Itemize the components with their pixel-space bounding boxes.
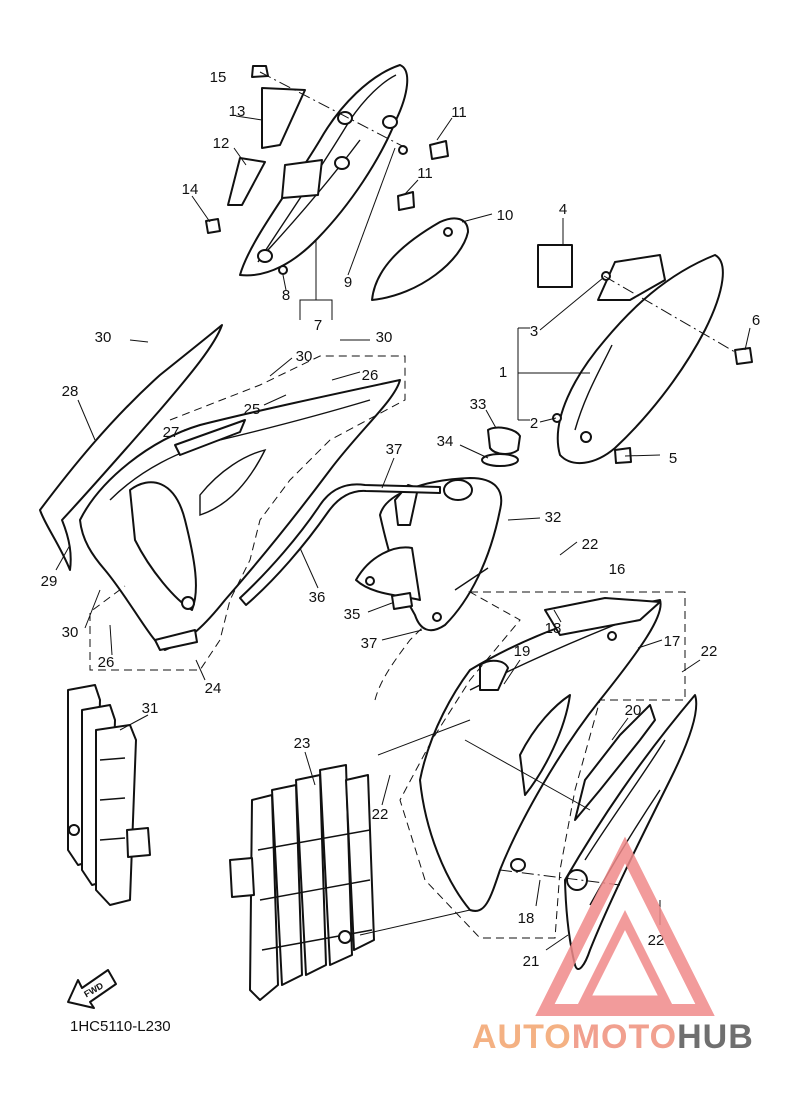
callout-c5: 5 — [669, 450, 677, 467]
callout-c36: 36 — [309, 589, 326, 606]
callout-c31: 31 — [142, 700, 159, 717]
callout-c19: 19 — [514, 643, 531, 660]
watermark-text: AUTOMOTOHUB — [472, 1018, 754, 1057]
callout-c12: 12 — [213, 135, 230, 152]
callout-c9: 9 — [344, 274, 352, 291]
callout-c13: 13 — [229, 103, 246, 120]
fwd-arrow-icon: FWD — [67, 969, 117, 1009]
right-shroud — [419, 597, 662, 912]
callout-c26b: 26 — [98, 654, 115, 671]
callout-c37a: 37 — [386, 441, 403, 458]
watermark-triangle-logo — [535, 836, 715, 1016]
callout-c30d: 30 — [62, 624, 79, 641]
callout-c7: 7 — [314, 317, 322, 334]
left-shroud-graphic — [39, 324, 223, 571]
leader-lines — [55, 71, 751, 951]
callout-c32: 32 — [545, 509, 562, 526]
catalog-code: 1HC5110-L230 — [70, 1018, 171, 1035]
callout-c28: 28 — [62, 383, 79, 400]
callout-c29: 29 — [41, 573, 58, 590]
fuel-tank — [355, 426, 521, 632]
callout-c3: 3 — [530, 323, 538, 340]
radiator-guard-right — [229, 764, 375, 1001]
breather-hose — [239, 483, 441, 701]
callout-c22a: 22 — [582, 536, 599, 553]
callout-c24: 24 — [205, 680, 222, 697]
callout-c18b: 18 — [518, 910, 535, 927]
callout-c17: 17 — [664, 633, 681, 650]
callout-c14: 14 — [182, 181, 199, 198]
callout-c35: 35 — [344, 606, 361, 623]
callout-c11a: 11 — [451, 104, 467, 121]
watermark-part-moto: MOTO — [571, 1018, 678, 1056]
callout-c2: 2 — [530, 415, 538, 432]
watermark-part-auto: AUTO — [472, 1018, 572, 1056]
air-cleaner-cover — [227, 64, 409, 277]
callout-c22c: 22 — [372, 806, 389, 823]
callout-c22b: 22 — [701, 643, 718, 660]
intake-duct-plate — [371, 217, 469, 301]
callout-c30b: 30 — [376, 329, 393, 346]
radiator-guard-left — [67, 684, 151, 906]
callout-c26a: 26 — [362, 367, 379, 384]
callout-c30a: 30 — [95, 329, 112, 346]
callout-c15: 15 — [210, 69, 227, 86]
callout-c18a: 18 — [545, 620, 562, 637]
callout-c11b: 11 — [417, 165, 433, 182]
callout-c16: 16 — [609, 561, 626, 578]
side-cover-right — [537, 244, 753, 465]
callout-c21: 21 — [523, 953, 540, 970]
callout-c34: 34 — [437, 433, 454, 450]
callout-c10: 10 — [497, 207, 514, 224]
callout-c4: 4 — [559, 201, 567, 218]
watermark-part-hub: HUB — [677, 1018, 754, 1056]
callout-c20: 20 — [625, 702, 642, 719]
callout-c22d: 22 — [648, 932, 665, 949]
callout-c30c: 30 — [296, 348, 313, 365]
left-shroud — [79, 379, 401, 651]
callout-c37b: 37 — [361, 635, 378, 652]
callout-c25: 25 — [244, 401, 261, 418]
callout-c8: 8 — [282, 287, 290, 304]
left-shroud-group-outline — [89, 355, 406, 671]
callout-c33: 33 — [470, 396, 487, 413]
callout-c23: 23 — [294, 735, 311, 752]
callout-c27: 27 — [163, 424, 180, 441]
callout-c1: 1 — [499, 364, 507, 381]
right-shroud-group-outline — [399, 591, 686, 939]
callout-c6: 6 — [752, 312, 760, 329]
